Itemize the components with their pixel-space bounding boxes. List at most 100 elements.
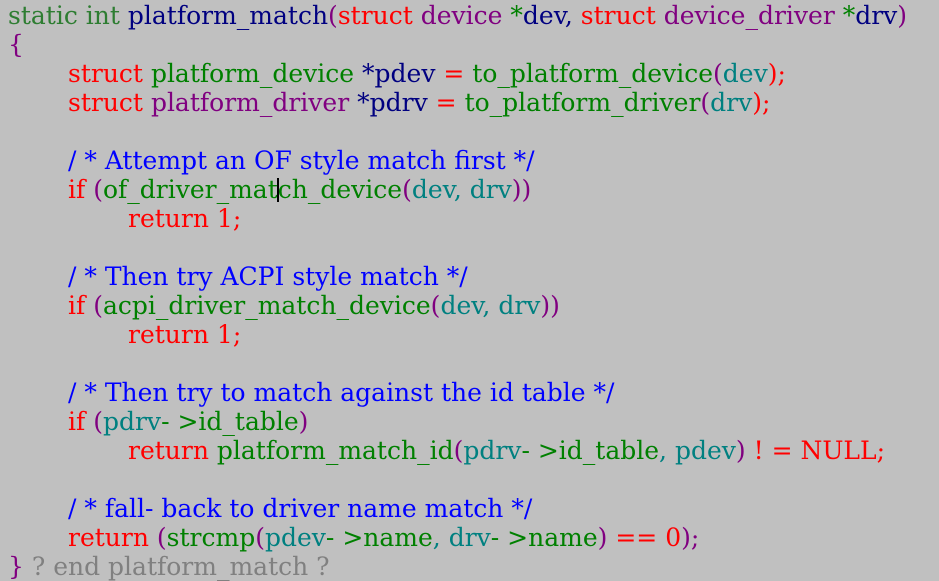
code-token: return (128, 436, 217, 465)
code-token: id_table (558, 436, 660, 465)
code-token: / * Then try to match against the id tab… (68, 378, 615, 407)
code-token: ! = (745, 436, 801, 465)
code-token: , (482, 291, 499, 320)
code-line[interactable]: if (acpi_driver_match_device(dev, drv)) (68, 291, 560, 320)
code-token: if (68, 291, 94, 320)
code-token: of_driver_mat (102, 175, 278, 204)
code-token: ( (713, 59, 723, 88)
code-token: { (8, 30, 24, 59)
code-token: )) (511, 175, 532, 204)
code-token: return (128, 320, 217, 349)
code-token: to_platform_device (472, 59, 714, 88)
code-token: = (427, 88, 465, 117)
code-line[interactable]: return platform_match_id(pdrv- >id_table… (128, 436, 885, 465)
code-token: if (68, 407, 94, 436)
code-token: ); (767, 59, 786, 88)
text-cursor (276, 178, 279, 202)
code-token: ( (402, 175, 412, 204)
code-token: ) (298, 407, 309, 436)
code-token: * (510, 1, 523, 30)
code-token: platform_match_id (216, 436, 454, 465)
code-token: , (432, 523, 449, 552)
code-token: pdev (264, 523, 326, 552)
code-token: ) (735, 436, 746, 465)
code-token: NULL (800, 436, 877, 465)
code-line[interactable]: if (pdrv- >id_table) (68, 407, 308, 436)
code-token: pdev (674, 436, 736, 465)
code-token: - > (161, 407, 199, 436)
code-token: ( (93, 175, 103, 204)
code-token: ( (156, 523, 167, 552)
code-line[interactable]: } ? end platform_match ? (8, 552, 330, 581)
code-token: / * Then try ACPI style match */ (68, 262, 468, 291)
code-token: , (453, 175, 470, 204)
code-token: device (420, 1, 511, 30)
code-token: platform_device (150, 59, 363, 88)
code-token: ) (897, 1, 908, 30)
code-token: struct (68, 59, 151, 88)
code-token: drv (710, 88, 753, 117)
code-token: name (528, 523, 598, 552)
code-token: * (362, 59, 375, 88)
code-token: = (435, 59, 473, 88)
code-token: drv (469, 175, 512, 204)
code-token: ; (232, 320, 242, 349)
code-token: ( (93, 291, 103, 320)
code-token: ) (597, 523, 608, 552)
code-token: - > (521, 436, 559, 465)
code-token: ( (700, 88, 711, 117)
code-token: - > (490, 523, 529, 552)
code-line[interactable]: { (8, 30, 24, 59)
code-line[interactable]: return 1; (128, 320, 241, 349)
code-token: ); (752, 88, 771, 117)
code-token: , (659, 436, 675, 465)
code-line[interactable]: / * Then try ACPI style match */ (68, 262, 468, 291)
code-token: dev (440, 291, 483, 320)
code-token: device_driver (663, 1, 843, 30)
code-token: - > (325, 523, 364, 552)
code-line[interactable]: struct platform_device *pdev = to_platfo… (68, 59, 786, 88)
code-token: ); (681, 523, 700, 552)
code-token: struct (337, 1, 421, 30)
code-token: / * fall- back to driver name match */ (68, 494, 533, 523)
code-token: pdrv (369, 88, 428, 117)
code-token: * (357, 88, 370, 117)
code-line[interactable]: return 1; (128, 204, 241, 233)
code-token: == (607, 523, 666, 552)
code-token: ( (93, 407, 103, 436)
code-token: ( (430, 291, 441, 320)
code-token: ; (876, 436, 886, 465)
code-token: platform_driver (150, 88, 358, 117)
code-token: id_table (198, 407, 299, 436)
code-token: dev (722, 59, 768, 88)
code-token: to_platform_driver (464, 88, 701, 117)
code-token: dev (411, 175, 454, 204)
code-token: )) (540, 291, 560, 320)
code-token: return (128, 204, 217, 233)
code-line[interactable]: if (of_driver_match_device(dev, drv)) (68, 175, 531, 204)
code-token: * (842, 1, 856, 30)
code-token: 0 (665, 523, 682, 552)
code-token: pdrv (102, 407, 162, 436)
code-line[interactable]: static int platform_match(struct device … (8, 1, 907, 30)
code-line[interactable]: / * Attempt an OF style match first */ (68, 146, 535, 175)
code-token: drv (498, 291, 541, 320)
code-token: ( (453, 436, 464, 465)
code-token: static int (8, 1, 128, 30)
code-token: acpi_driver_match_device (102, 291, 431, 320)
code-token: platform_match (127, 1, 329, 30)
code-token: / * Attempt an OF style match first */ (68, 146, 535, 175)
code-token: dev (522, 1, 565, 30)
code-token: strcmp (166, 523, 256, 552)
code-line[interactable]: / * Then try to match against the id tab… (68, 378, 614, 407)
code-line[interactable]: return (strcmp(pdev- >name, drv- >name) … (68, 523, 699, 552)
code-token: name (363, 523, 433, 552)
code-token: , (564, 1, 581, 30)
code-token: 1 (216, 204, 233, 233)
code-line[interactable]: struct platform_driver *pdrv = to_platfo… (68, 88, 770, 117)
code-token: 1 (216, 320, 233, 349)
code-token: ( (255, 523, 265, 552)
code-token: drv (855, 1, 898, 30)
code-line[interactable]: / * fall- back to driver name match */ (68, 494, 532, 523)
